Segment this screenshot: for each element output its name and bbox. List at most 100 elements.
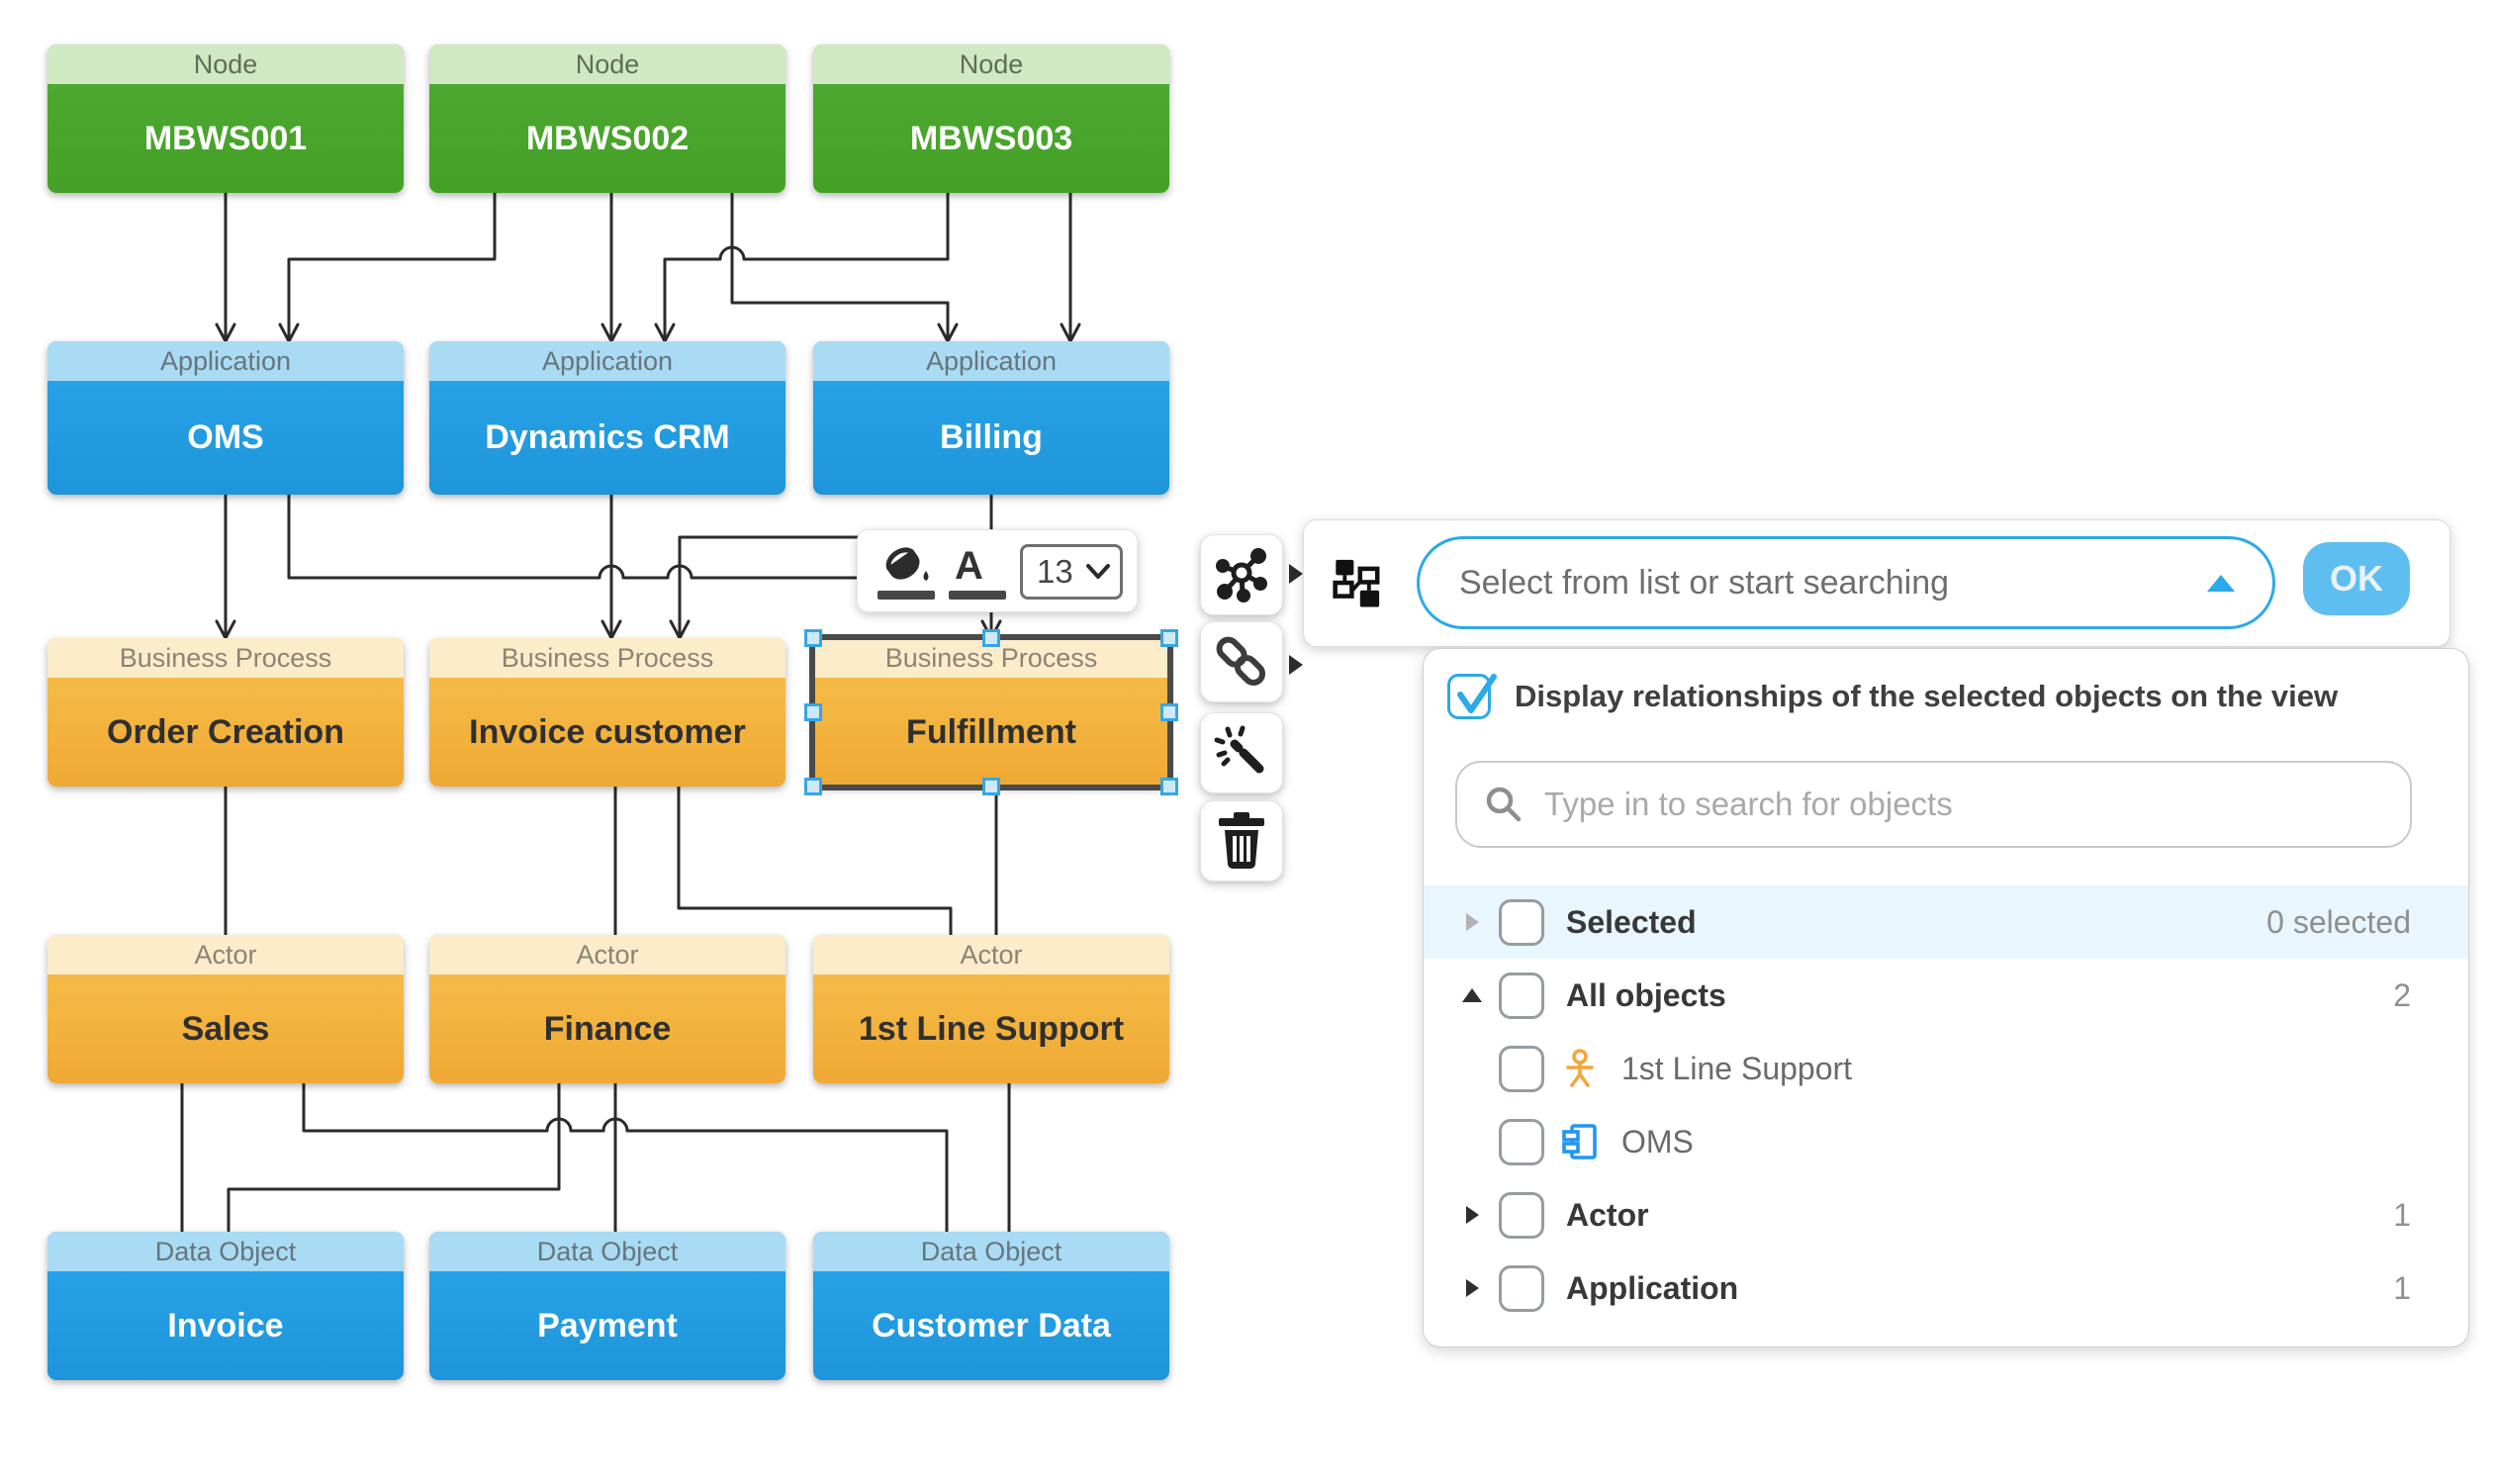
row-label: OMS: [1621, 1123, 1694, 1159]
selection-handle[interactable]: [804, 629, 822, 647]
node-mbws001[interactable]: Node MBWS001: [47, 45, 404, 193]
node-label: MBWS001: [143, 119, 308, 157]
node-mbws002[interactable]: Node MBWS002: [429, 45, 785, 193]
expand-caret-icon[interactable]: [1465, 1279, 1479, 1297]
font-size-value: 13: [1037, 553, 1073, 590]
list-item-all-objects[interactable]: All objects 2: [1424, 959, 2468, 1032]
node-type-header: Data Object: [813, 1232, 1169, 1271]
bp-invoice-customer[interactable]: Business Process Invoice customer: [429, 638, 785, 787]
object-search-combobox[interactable]: Select from list or start searching: [1417, 536, 2275, 629]
link-button[interactable]: [1200, 621, 1283, 702]
fill-color-swatch[interactable]: [877, 591, 935, 600]
row-checkbox[interactable]: [1499, 1118, 1544, 1165]
list-item-selected[interactable]: Selected 0 selected: [1424, 885, 2468, 959]
edge-mbws001-to-oms[interactable]: [215, 191, 236, 343]
edge-mbws002-to-billing[interactable]: [730, 191, 959, 343]
bp-fulfillment[interactable]: Business Process Fulfillment: [809, 634, 1173, 790]
component-icon: [1560, 1120, 1600, 1163]
ok-button[interactable]: OK: [2303, 542, 2410, 615]
format-toolbar: A 13: [857, 529, 1138, 612]
app-dynamics-crm[interactable]: Application Dynamics CRM: [429, 341, 785, 495]
relationships-icon: [1216, 548, 1267, 603]
chevron-down-icon: [1086, 564, 1110, 579]
row-checkbox[interactable]: [1499, 1264, 1544, 1312]
node-label: MBWS002: [525, 119, 690, 157]
edge-finance-to-invoice[interactable]: [227, 1081, 561, 1234]
magic-wand-icon: [1214, 725, 1264, 774]
selection-handle[interactable]: [1160, 629, 1178, 647]
text-color-swatch[interactable]: [949, 591, 1006, 600]
data-payment[interactable]: Data Object Payment: [429, 1232, 785, 1380]
relationships-flyout-arrow[interactable]: [1289, 564, 1303, 584]
bp-order-creation[interactable]: Business Process Order Creation: [47, 638, 404, 787]
row-label: Selected: [1566, 903, 1697, 940]
row-checkbox[interactable]: [1499, 1191, 1544, 1239]
node-label: MBWS003: [909, 119, 1073, 157]
list-item-1st-line-support[interactable]: 1st Line Support: [1424, 1032, 2468, 1105]
edge-mbws003-to-billing[interactable]: [1060, 191, 1081, 343]
expand-caret-icon[interactable]: [1462, 988, 1482, 1002]
search-icon: [1486, 787, 1522, 822]
magic-wand-button[interactable]: [1200, 712, 1283, 793]
object-search-input[interactable]: [1542, 785, 2410, 824]
node-type-header: Application: [47, 341, 404, 381]
edge-sales-to-customer-data[interactable]: [302, 1081, 949, 1234]
selection-handle[interactable]: [982, 778, 1000, 795]
node-type-header: Actor: [429, 935, 785, 974]
row-checkbox[interactable]: [1499, 972, 1544, 1019]
edge-mbws002-to-dynamics-crm[interactable]: [600, 191, 622, 343]
text-color-button[interactable]: A: [955, 544, 983, 588]
expand-caret-icon[interactable]: [1465, 1206, 1479, 1224]
selection-handle[interactable]: [804, 778, 822, 795]
delete-button[interactable]: [1200, 800, 1283, 881]
display-relationships-checkbox[interactable]: [1447, 674, 1497, 719]
edge-mbws003-to-dynamics-crm[interactable]: [654, 191, 950, 343]
actor-finance[interactable]: Actor Finance: [429, 935, 785, 1083]
edge-invoice-customer-to-1st-line-support[interactable]: [677, 785, 953, 937]
node-label: 1st Line Support: [858, 1009, 1125, 1048]
expand-caret-icon[interactable]: [1465, 913, 1479, 931]
node-label: Invoice: [167, 1306, 284, 1345]
node-label: OMS: [187, 418, 264, 456]
link-flyout-arrow[interactable]: [1289, 655, 1303, 675]
hierarchy-icon: [1326, 556, 1383, 618]
node-type-header: Business Process: [429, 638, 785, 678]
row-checkbox[interactable]: [1499, 1045, 1544, 1092]
edge-mbws002-to-oms[interactable]: [278, 191, 497, 343]
row-label: Actor: [1566, 1196, 1649, 1233]
show-relationships-button[interactable]: [1200, 534, 1283, 615]
row-label: All objects: [1566, 976, 1726, 1013]
font-size-select[interactable]: 13: [1020, 544, 1123, 600]
selection-handle[interactable]: [804, 703, 822, 721]
node-type-header: Business Process: [47, 638, 404, 678]
display-relationships-label: Display relationships of the selected ob…: [1515, 679, 2339, 713]
object-search-box: [1455, 761, 2412, 848]
row-label: Application: [1566, 1269, 1739, 1306]
node-label: Finance: [543, 1009, 672, 1048]
row-count: 1: [2393, 1269, 2411, 1306]
node-type-header: Data Object: [47, 1232, 404, 1271]
app-billing[interactable]: Application Billing: [813, 341, 1169, 495]
link-icon: [1216, 636, 1266, 687]
node-label: Invoice customer: [469, 712, 746, 751]
row-checkbox[interactable]: [1499, 898, 1544, 946]
node-mbws003[interactable]: Node MBWS003: [813, 45, 1169, 193]
list-item-oms[interactable]: OMS: [1424, 1105, 2468, 1178]
row-label: 1st Line Support: [1621, 1050, 1853, 1086]
data-invoice[interactable]: Data Object Invoice: [47, 1232, 404, 1380]
node-type-header: Actor: [47, 935, 404, 974]
selection-handle[interactable]: [982, 629, 1000, 647]
list-item-application[interactable]: Application 1: [1424, 1252, 2468, 1325]
actor-1st-line-support[interactable]: Actor 1st Line Support: [813, 935, 1169, 1083]
edge-oms-to-order-creation[interactable]: [215, 493, 236, 640]
data-customer-data[interactable]: Data Object Customer Data: [813, 1232, 1169, 1380]
node-type-header: Node: [47, 45, 404, 84]
list-item-actor[interactable]: Actor 1: [1424, 1178, 2468, 1252]
actor-sales[interactable]: Actor Sales: [47, 935, 404, 1083]
fill-color-icon[interactable]: [879, 540, 935, 595]
selection-handle[interactable]: [1160, 703, 1178, 721]
chevron-up-icon[interactable]: [2207, 574, 2235, 592]
node-label: Payment: [537, 1306, 678, 1345]
selection-handle[interactable]: [1160, 778, 1178, 795]
app-oms[interactable]: Application OMS: [47, 341, 404, 495]
